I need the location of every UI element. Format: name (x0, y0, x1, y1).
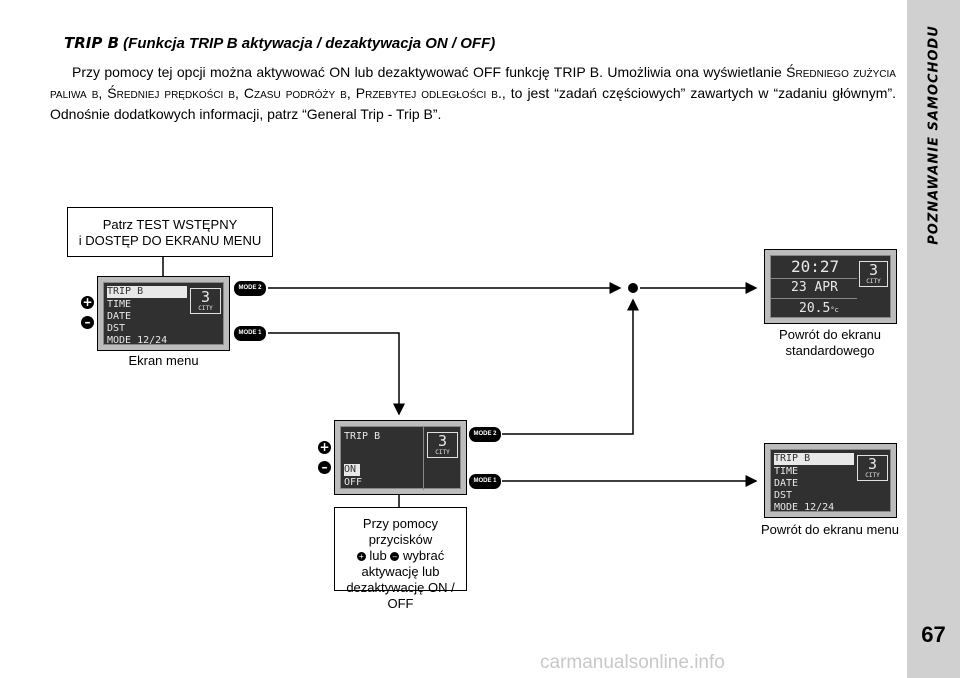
std-temperature: 20.5°c (799, 302, 839, 317)
std-divider-1 (771, 278, 857, 279)
menu-item-trip-b: TRIP B (774, 453, 854, 465)
page-title-strong: TRIP B (64, 34, 120, 52)
city-badge: 3 CITY (427, 432, 458, 458)
description-paragraph: Przy pomocy tej opcji można aktywować ON… (50, 62, 896, 125)
menu-screen-caption: Ekran menu (128, 353, 199, 368)
menu-screen: TRIP B TIME DATE DST MODE 12/24 3 CITY (97, 276, 230, 351)
menu-item-date: DATE (774, 478, 799, 489)
para-text-2: ., to jest “zadań częściowych” zawartych… (50, 85, 896, 122)
return-menu-caption: Powrót do ekranu menu (760, 522, 900, 537)
standard-screen-display: 20:27 23 APR 20.5°c 3 CITY (770, 255, 891, 318)
bottom-note-line1: Przy pomocy przycisków (362, 516, 439, 547)
para-text-1: Przy pomocy tej opcji można aktywować ON… (72, 64, 787, 80)
mode1-arrow (268, 332, 405, 416)
bottom-note-wybrac: wybrać (403, 548, 445, 563)
para-sep-2: , (235, 85, 244, 101)
tripb-mode2-arrow (502, 298, 639, 435)
bottom-note-line4: dezaktywację ON / OFF (346, 580, 455, 611)
sidebar: POZNAWANIE SAMOCHODU 67 (907, 0, 960, 678)
badge-label: CITY (865, 472, 880, 479)
section-title-text: POZNAWANIE SAMOCHODU (926, 25, 941, 245)
tripb-screen-display: TRIP B ON OFF 3 CITY (340, 426, 461, 490)
bottom-note-line3: aktywację lub (361, 564, 440, 579)
menu-item-dst: DST (774, 490, 793, 501)
top-note-box: Patrz TEST WSTĘPNY i DOSTĘP DO EKRANU ME… (67, 207, 273, 257)
para-term-distance: Przebytej odległości b (355, 85, 498, 101)
menu-item-date: DATE (107, 311, 132, 322)
minus-button-icon[interactable]: – (81, 316, 94, 329)
tripb-screen: TRIP B ON OFF 3 CITY (334, 420, 467, 495)
tripb-option-on: ON (344, 464, 361, 476)
menu-item-dst: DST (107, 323, 126, 334)
tripb-option-off: OFF (344, 477, 363, 488)
mode2-button[interactable]: MODE 2 (234, 281, 266, 296)
plus-button-icon[interactable]: + (318, 440, 331, 454)
badge-label: CITY (435, 449, 450, 456)
standard-screen: 20:27 23 APR 20.5°c 3 CITY (764, 249, 897, 324)
mode1-button[interactable]: MODE 1 (234, 326, 266, 341)
mode1-button[interactable]: MODE 1 (469, 474, 501, 489)
badge-number: 3 (867, 455, 878, 473)
top-note-line1: Patrz TEST WSTĘPNY (102, 217, 238, 232)
page-title-rest: (Funkcja TRIP B aktywacja / dezaktywacja… (119, 35, 496, 52)
badge-number: 3 (437, 432, 448, 450)
junction-dot (628, 283, 638, 293)
menu-item-trip-b: TRIP B (107, 286, 187, 298)
badge-number: 3 (868, 261, 879, 279)
menu-item-mode: MODE 12/24 (107, 335, 168, 346)
bottom-note-line2: + lub – wybrać (335, 548, 466, 564)
return-menu-display: TRIP B TIME DATE DST MODE 12/24 3 CITY (770, 449, 891, 513)
badge-label: CITY (198, 305, 213, 312)
para-sep-1: , (98, 85, 108, 101)
tripb-title: TRIP B (344, 431, 381, 442)
minus-button-icon[interactable]: – (318, 461, 331, 474)
plus-button-icon[interactable]: + (81, 295, 94, 309)
section-title: POZNAWANIE SAMOCHODU (907, 0, 960, 270)
para-sep-3: , (346, 85, 356, 101)
std-time: 20:27 (791, 257, 840, 276)
minus-icon: – (390, 552, 400, 562)
para-term-time: Czasu podróży b (243, 85, 347, 101)
standard-caption-line1: Powrót do ekranu (779, 327, 881, 342)
badge-label: CITY (866, 278, 881, 285)
std-temp-unit: °c (830, 306, 839, 314)
flow-connectors (162, 257, 758, 507)
std-date: 23 APR (791, 280, 838, 295)
menu-item-mode: MODE 12/24 (774, 502, 835, 513)
badge-number: 3 (200, 288, 211, 306)
bottom-note-lub: lub (369, 548, 387, 563)
standard-caption-line2: standardowego (785, 343, 875, 358)
para-term-fuel: Średniego zużycia paliwa b (50, 64, 896, 101)
watermark: carmanualsonline.info (540, 652, 725, 673)
plus-icon: + (356, 552, 366, 562)
menu-item-time: TIME (107, 299, 132, 310)
page-number: 67 (921, 622, 946, 647)
std-temp-value: 20.5 (799, 301, 831, 316)
tripb-divider (423, 427, 424, 490)
city-badge: 3 CITY (190, 288, 221, 314)
para-term-speed: Średniej prędkości b (107, 85, 236, 101)
city-badge: 3 CITY (859, 261, 888, 287)
menu-screen-display: TRIP B TIME DATE DST MODE 12/24 3 CITY (103, 282, 224, 346)
menu-item-time: TIME (774, 466, 799, 477)
return-menu-screen: TRIP B TIME DATE DST MODE 12/24 3 CITY (764, 443, 897, 518)
std-divider-2 (771, 298, 857, 299)
page-title: TRIP B (Funkcja TRIP B aktywacja / dezak… (64, 34, 495, 52)
bottom-note-box: Przy pomocy przycisków + lub – wybrać ak… (334, 507, 467, 611)
mode2-button[interactable]: MODE 2 (469, 427, 501, 442)
city-badge: 3 CITY (857, 455, 888, 481)
standard-screen-caption: Powrót do ekranu standardowego (750, 327, 910, 359)
top-note-line2: i DOSTĘP DO EKRANU MENU (78, 233, 262, 248)
